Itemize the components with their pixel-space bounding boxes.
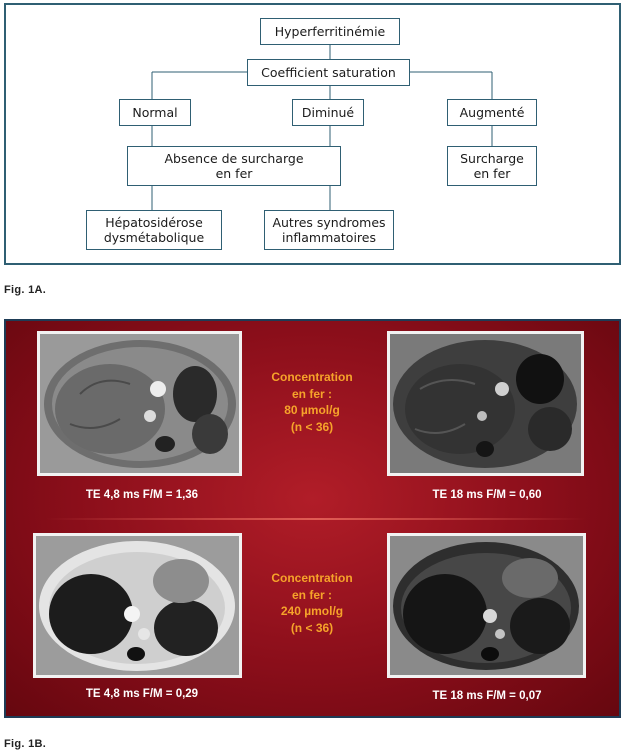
mri-scan-row2-right xyxy=(387,533,586,678)
concentration-row2-line4: (n < 36) xyxy=(290,620,334,635)
node-absence-surcharge: Absence de surcharge en fer xyxy=(127,146,341,186)
concentration-row1-line3: 80 µmol/g xyxy=(284,403,340,417)
concentration-row1-line1: Concentration xyxy=(271,370,353,384)
node-augmente: Augmenté xyxy=(447,99,537,126)
mri-scan-row1-left xyxy=(37,331,242,476)
caption-fig-1b: Fig. 1B. xyxy=(4,738,47,750)
concentration-row2-line2: en fer : xyxy=(291,587,332,602)
mri-panel: Concentration en fer : 80 µmol/g (n < 36… xyxy=(4,319,621,718)
node-hyperferritinemie: Hyperferritinémie xyxy=(260,18,400,45)
mri-scan-row1-right xyxy=(387,331,584,476)
flowchart-panel: Hyperferritinémie Coefficient saturation… xyxy=(4,3,621,265)
te-label-row1-left: TE 4,8 ms F/M = 1,36 xyxy=(85,489,199,501)
concentration-row2-line3: 240 µmol/g xyxy=(280,604,344,618)
concentration-row1: Concentration en fer : 80 µmol/g (n < 36… xyxy=(247,369,377,435)
te-label-row2-right: TE 18 ms F/M = 0,07 xyxy=(432,690,542,702)
concentration-row2-line1: Concentration xyxy=(271,571,353,585)
node-surcharge-fer: Surcharge en fer xyxy=(447,146,537,186)
node-normal: Normal xyxy=(119,99,191,126)
node-coefficient-saturation: Coefficient saturation xyxy=(247,59,410,86)
node-diminue: Diminué xyxy=(292,99,364,126)
te-label-row2-left: TE 4,8 ms F/M = 0,29 xyxy=(85,688,199,700)
caption-fig-1a: Fig. 1A. xyxy=(4,284,47,296)
row-divider xyxy=(46,518,586,520)
flowchart-connectors xyxy=(151,45,493,210)
te-label-row1-right: TE 18 ms F/M = 0,60 xyxy=(432,489,542,501)
node-autres-syndromes: Autres syndromes inflammatoires xyxy=(264,210,394,250)
concentration-row1-line4: (n < 36) xyxy=(290,419,334,434)
node-hepatosiderose: Hépatosidérose dysmétabolique xyxy=(86,210,222,250)
mri-scan-row2-left xyxy=(33,533,242,678)
concentration-row1-line2: en fer : xyxy=(291,386,332,401)
concentration-row2: Concentration en fer : 240 µmol/g (n < 3… xyxy=(247,570,377,636)
